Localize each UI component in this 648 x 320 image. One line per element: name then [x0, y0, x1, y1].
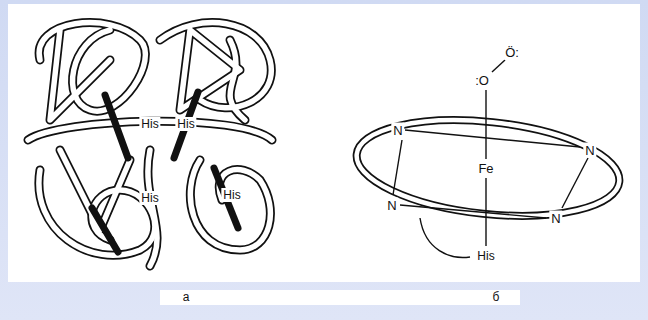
atom-label: N — [385, 198, 398, 213]
atom-label: Ö: — [503, 45, 521, 60]
panel — [8, 4, 640, 282]
atom-label: Fe — [476, 161, 495, 176]
residue-label: His — [175, 117, 196, 131]
residue-label: His — [221, 188, 242, 202]
atom-label: N — [549, 211, 562, 226]
caption-bar — [160, 290, 520, 305]
porphyrin-ring — [352, 108, 624, 227]
atom-label: N — [583, 143, 596, 158]
heme-groups — [92, 92, 238, 252]
residue-label: His — [139, 117, 160, 131]
panel-letter: а — [181, 290, 192, 304]
bonds — [393, 60, 588, 258]
residue-label: His — [139, 191, 160, 205]
hemoglobin-ribbons — [28, 23, 272, 266]
residue-label: His — [475, 249, 496, 263]
panel-letter: б — [491, 290, 502, 304]
atom-label: N — [391, 123, 404, 138]
atom-label: :O — [473, 73, 491, 88]
